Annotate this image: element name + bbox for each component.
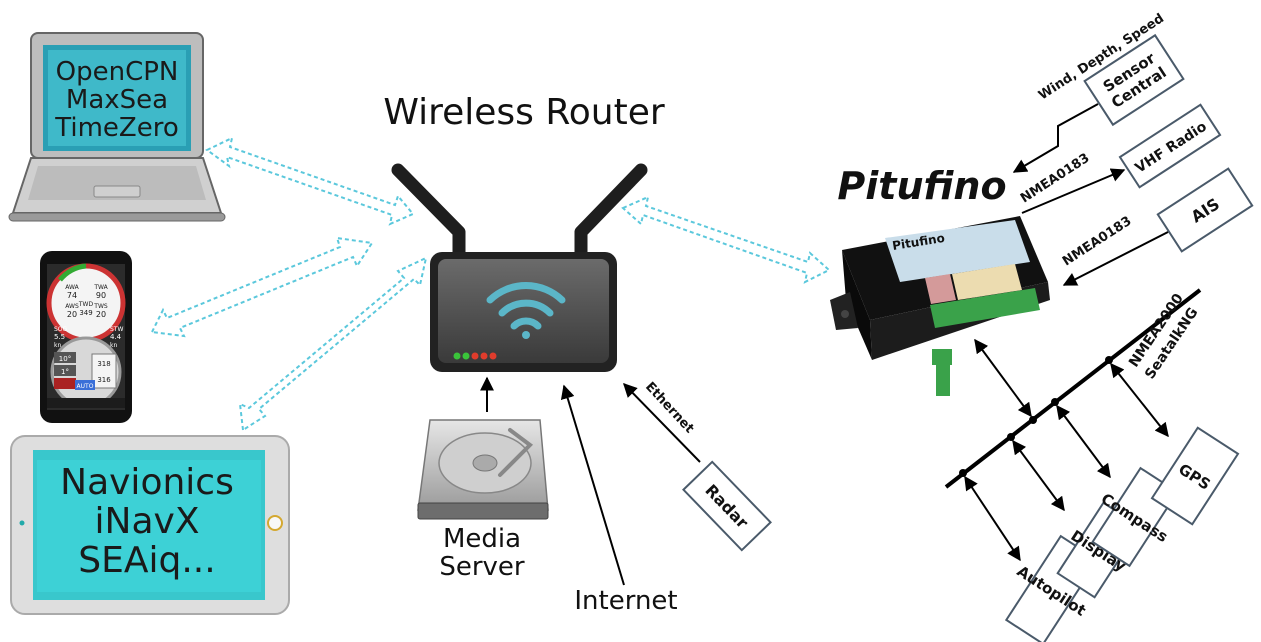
svg-text:74: 74 bbox=[67, 291, 77, 300]
radar-box: Radar bbox=[682, 460, 772, 552]
wifi-link-phone bbox=[150, 236, 374, 338]
vhf-radio-box: VHF Radio bbox=[1118, 103, 1222, 189]
svg-text:AWA: AWA bbox=[65, 284, 79, 291]
display-arrow bbox=[1012, 439, 1065, 512]
svg-text:316: 316 bbox=[97, 376, 111, 384]
pitufino-title: Pitufino bbox=[837, 164, 1006, 208]
laptop-screen-line-3: TimeZero bbox=[54, 113, 178, 143]
svg-text:5.5: 5.5 bbox=[54, 333, 65, 341]
svg-text:10°: 10° bbox=[59, 355, 71, 363]
compass-arrow bbox=[1056, 404, 1111, 479]
tablet-screen-line-2: iNavX bbox=[95, 501, 200, 542]
svg-text:kn: kn bbox=[54, 342, 61, 349]
autopilot-arrow bbox=[964, 475, 1021, 562]
sensor-to-pitufino-arrow bbox=[1012, 103, 1099, 173]
gps-arrow bbox=[1110, 362, 1169, 438]
svg-text:TWA: TWA bbox=[93, 284, 108, 291]
ais-to-pitufino-arrow bbox=[1062, 231, 1169, 286]
media-server-label-2: Server bbox=[439, 552, 525, 582]
wifi-link-tablet bbox=[238, 256, 428, 432]
laptop: OpenCPN MaxSea TimeZero bbox=[8, 32, 226, 222]
nmea0183-out-arrow bbox=[1021, 168, 1126, 214]
router-status-leds bbox=[453, 352, 497, 360]
svg-text:kn: kn bbox=[110, 342, 117, 349]
hard-drive-icon: Media Server bbox=[417, 376, 549, 582]
wifi-link-laptop bbox=[205, 136, 415, 226]
svg-text:SOG: SOG bbox=[54, 326, 68, 333]
laptop-screen-line-1: OpenCPN bbox=[56, 57, 179, 87]
router-title: Wireless Router bbox=[383, 92, 665, 133]
svg-text:20: 20 bbox=[67, 310, 77, 319]
svg-text:STW: STW bbox=[110, 326, 123, 333]
svg-text:318: 318 bbox=[97, 360, 110, 368]
svg-text:349: 349 bbox=[79, 309, 92, 317]
svg-text:20: 20 bbox=[96, 310, 106, 319]
nmea0183-label-2: NMEA0183 bbox=[1060, 214, 1134, 270]
laptop-screen-line-2: MaxSea bbox=[66, 85, 168, 115]
pitufino-device: Pitufino Pitufino bbox=[830, 164, 1050, 396]
wifi-icon bbox=[486, 282, 566, 339]
router-antenna-left bbox=[391, 163, 466, 265]
pitufino-bus-arrow bbox=[974, 338, 1032, 418]
svg-text:AUTO: AUTO bbox=[77, 383, 94, 390]
svg-text:90: 90 bbox=[96, 291, 106, 300]
tablet: Navionics iNavX SEAiq... bbox=[10, 435, 290, 615]
svg-text:4.4: 4.4 bbox=[110, 333, 122, 341]
media-server-label-1: Media bbox=[443, 524, 521, 554]
svg-text:TWS: TWS bbox=[93, 303, 108, 310]
tablet-screen-line-1: Navionics bbox=[60, 462, 234, 503]
gps-box: GPS bbox=[1150, 426, 1240, 526]
svg-text:1°: 1° bbox=[61, 368, 69, 376]
svg-text:TWD: TWD bbox=[78, 301, 94, 308]
wireless-router: Wireless Router bbox=[383, 92, 665, 372]
router-antenna-right bbox=[574, 163, 648, 265]
tablet-screen-line-3: SEAiq... bbox=[78, 540, 215, 581]
ais-box: AIS bbox=[1156, 167, 1254, 253]
internet-link: Internet bbox=[560, 384, 678, 616]
svg-text:AWS: AWS bbox=[65, 303, 79, 310]
internet-label: Internet bbox=[574, 586, 677, 616]
smartphone: AWA 74 AWS 20 TWA 90 TWS 20 TWD 349 SOG … bbox=[40, 251, 132, 423]
wifi-link-pitufino bbox=[621, 195, 831, 284]
ethernet-link: Ethernet bbox=[623, 379, 701, 463]
ethernet-label: Ethernet bbox=[642, 379, 697, 436]
